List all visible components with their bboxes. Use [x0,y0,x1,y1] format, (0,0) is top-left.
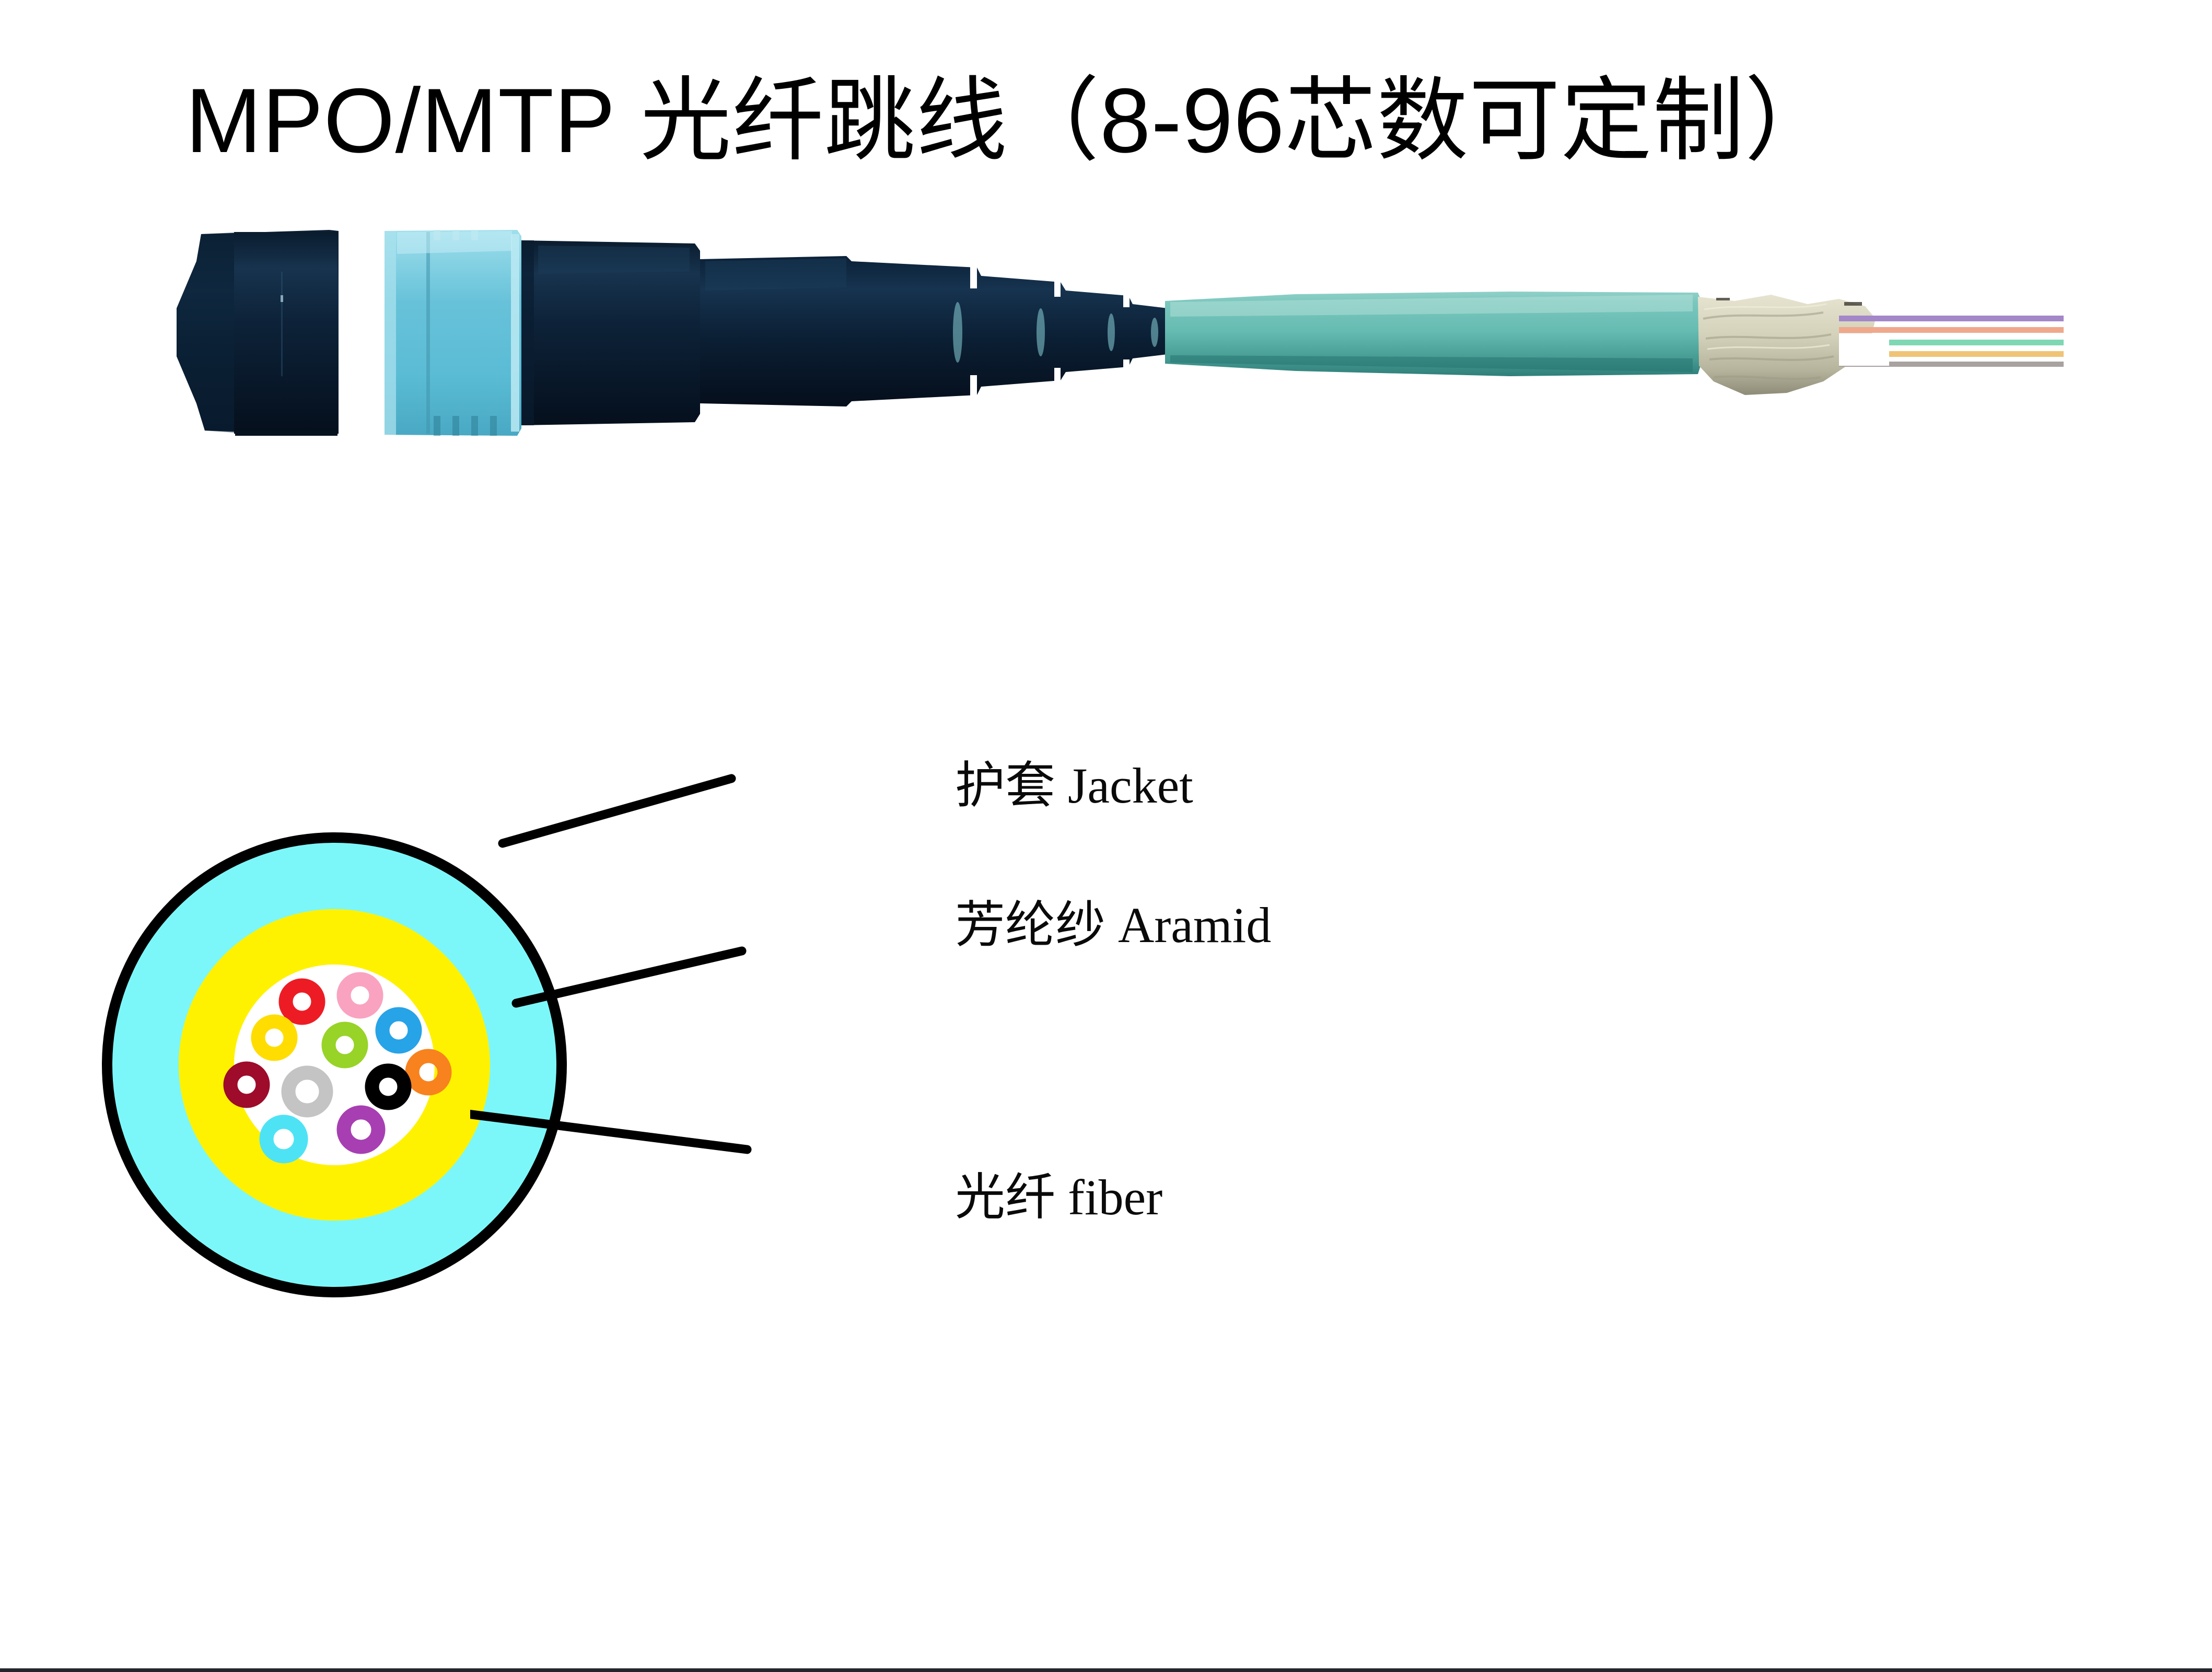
orange-fiber [405,1049,452,1096]
cable-jacket [1165,292,1701,376]
violet-fiber [336,1105,386,1154]
gold-fiber [1839,351,2064,357]
fiber-bundle [223,972,452,1164]
darkred-fiber [223,1061,270,1108]
gray-fiber [1839,362,2064,367]
connector-rear-housing [521,240,700,425]
bottom-divider [0,1668,2212,1672]
gray-fiber [281,1065,333,1118]
callout-label-fiber: 光纤 fiber [955,1169,1163,1225]
mpo-latch-slider [385,230,521,436]
salmon-fiber [1839,327,2064,333]
callout-label-aramid: 芳纶纱 Aramid [955,897,1272,953]
cyan-fiber [259,1114,308,1164]
cable-cross-section-diagram [94,784,711,1348]
black-fiber [365,1063,412,1110]
purple-fiber [1839,316,2064,321]
green-fiber [321,1021,368,1069]
strain-relief-boot [700,256,1168,407]
blue-fiber [375,1007,422,1054]
aramid-yarn-exposed [1698,295,1876,395]
mpo-mtp-patch-cord-photo [172,209,2064,449]
yellow-fiber [251,1014,298,1061]
mint-fiber [1839,340,2064,345]
mpo-ferrule-housing [177,230,339,436]
callout-label-jacket: 护套 Jacket [955,758,1193,814]
optical-fiber-strands [1839,316,2064,367]
page-title: MPO/MTP 光纤跳线（8-96芯数可定制） [185,70,1837,172]
red-fiber [278,978,325,1025]
pink-fiber [336,972,383,1019]
